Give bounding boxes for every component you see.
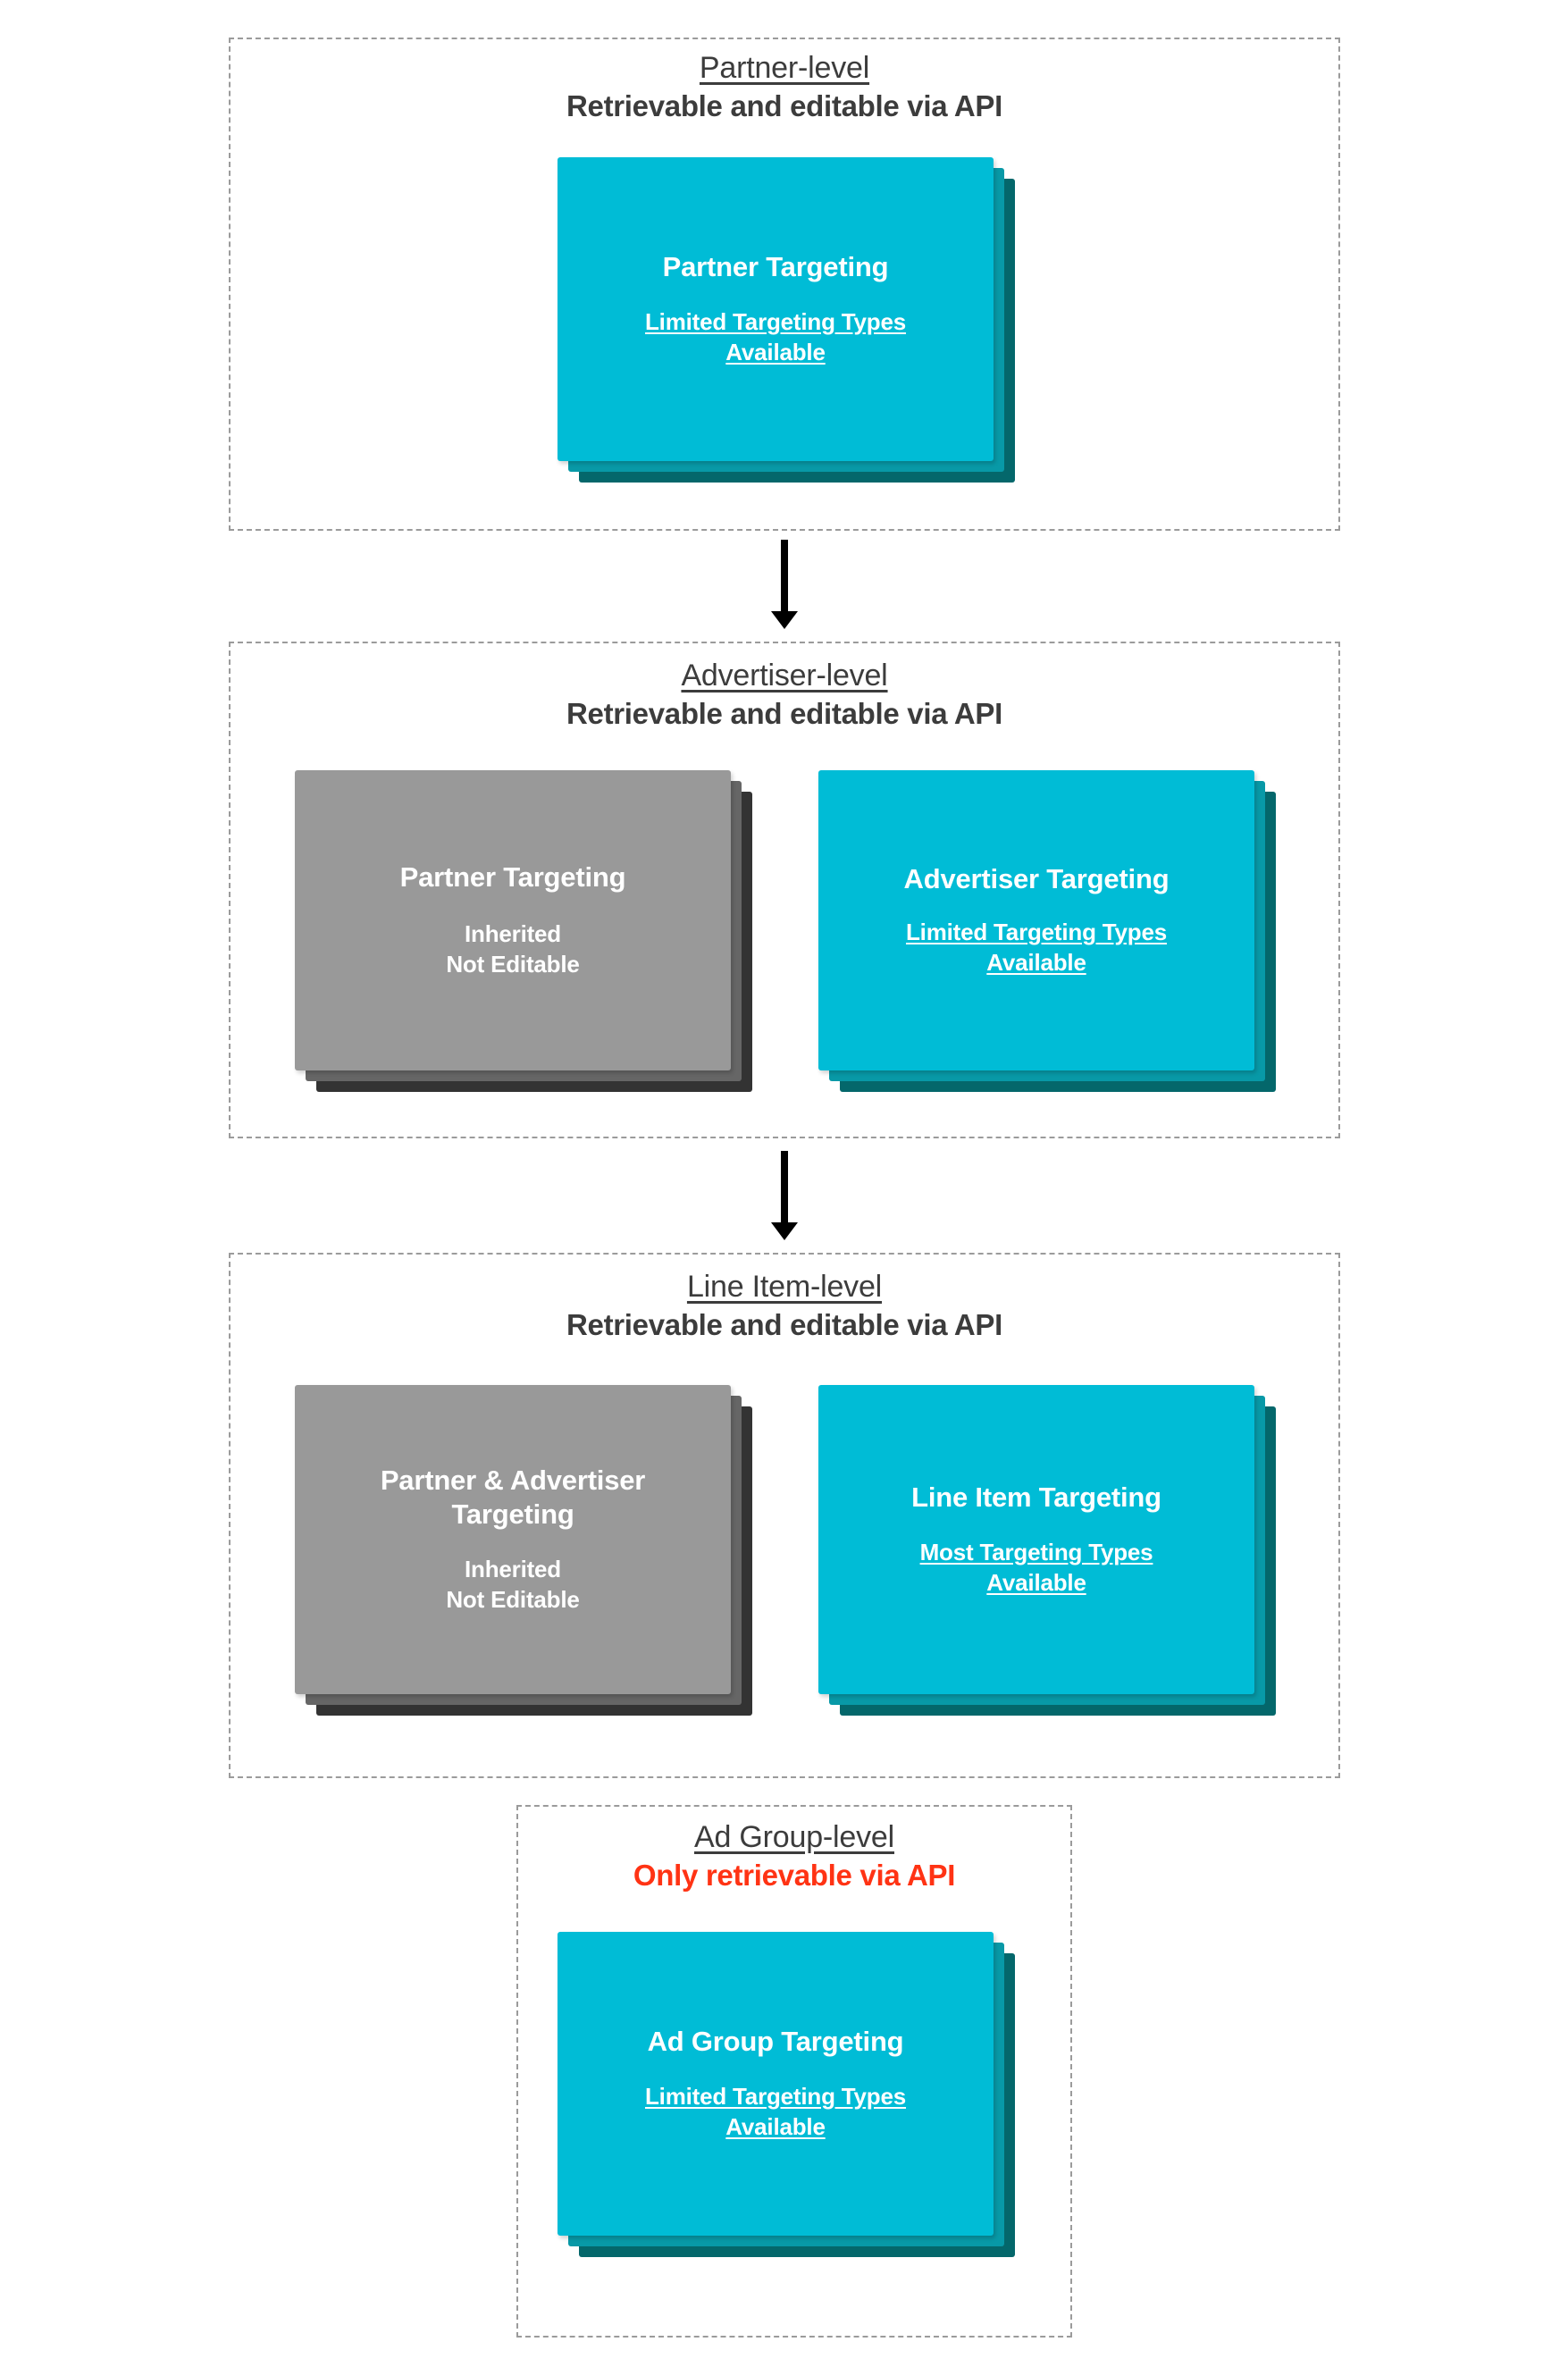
card-note: Most Targeting Types Available — [919, 1539, 1153, 1596]
card-stack-partner-advertiser-targeting-inherited[interactable]: Partner & Advertiser Targeting Inherited… — [295, 1385, 752, 1742]
card-note: Limited Targeting Types Available — [905, 919, 1168, 976]
level-box-line-item — [229, 1253, 1340, 1778]
card-title: Advertiser Targeting — [903, 863, 1170, 895]
card-title: Partner Targeting — [662, 251, 889, 283]
level-box-ad-group — [516, 1805, 1072, 2338]
card-title: Partner Targeting — [399, 861, 626, 894]
level-box-partner — [229, 38, 1340, 531]
card-front-partner-targeting-inherited[interactable]: Partner Targeting Inherited Not Editable — [295, 770, 731, 1070]
level-box-advertiser — [229, 642, 1340, 1138]
card-title: Partner & Advertiser Targeting — [380, 1465, 646, 1531]
card-front-partner-advertiser-targeting-inherited[interactable]: Partner & Advertiser Targeting Inherited… — [295, 1385, 731, 1694]
arrow-shaft — [781, 540, 788, 613]
card-stack-ad-group-targeting[interactable]: Ad Group Targeting Limited Targeting Typ… — [558, 1932, 1015, 2271]
arrow-head-icon — [771, 1222, 798, 1240]
card-title: Line Item Targeting — [911, 1481, 1161, 1514]
card-note: Inherited Not Editable — [446, 1556, 580, 1613]
card-stack-partner-targeting-inherited[interactable]: Partner Targeting Inherited Not Editable — [295, 770, 752, 1119]
arrow-shaft — [781, 1151, 788, 1224]
arrow-head-icon — [771, 611, 798, 629]
card-stack-advertiser-targeting[interactable]: Advertiser Targeting Limited Targeting T… — [818, 770, 1276, 1119]
card-stack-partner-targeting[interactable]: Partner Targeting Limited Targeting Type… — [558, 157, 1015, 483]
card-front-advertiser-targeting[interactable]: Advertiser Targeting Limited Targeting T… — [818, 770, 1254, 1070]
card-front-line-item-targeting[interactable]: Line Item Targeting Most Targeting Types… — [818, 1385, 1254, 1694]
card-stack-line-item-targeting[interactable]: Line Item Targeting Most Targeting Types… — [818, 1385, 1276, 1742]
card-note: Limited Targeting Types Available — [644, 308, 907, 365]
arrow-partner-to-advertiser — [771, 540, 798, 629]
card-note: Limited Targeting Types Available — [644, 2083, 907, 2140]
arrow-advertiser-to-line-item — [771, 1151, 798, 1240]
card-title: Ad Group Targeting — [647, 2026, 904, 2058]
card-front-partner-targeting[interactable]: Partner Targeting Limited Targeting Type… — [558, 157, 994, 461]
card-note: Inherited Not Editable — [446, 920, 580, 978]
card-front-ad-group-targeting[interactable]: Ad Group Targeting Limited Targeting Typ… — [558, 1932, 994, 2236]
